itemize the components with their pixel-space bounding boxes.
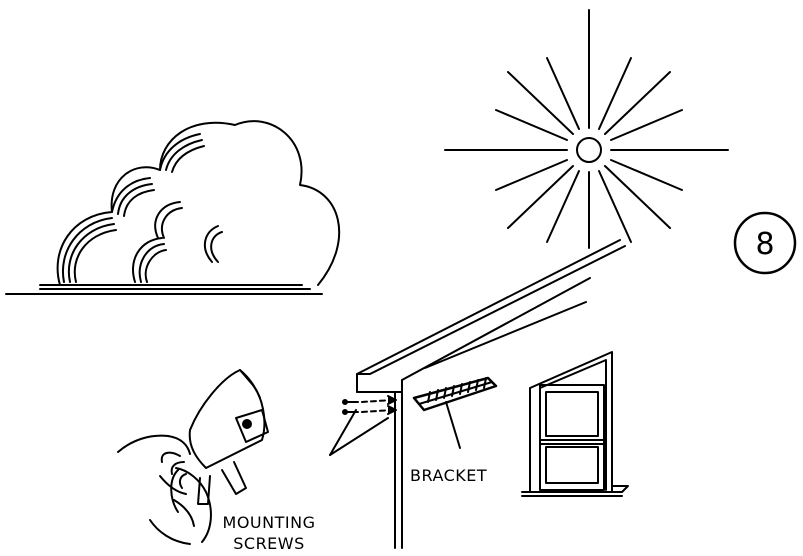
bracket-label: BRACKET	[410, 466, 487, 485]
hand-holding-sensor	[117, 369, 269, 545]
bracket	[412, 376, 498, 449]
window	[521, 351, 629, 497]
step-number: 8	[755, 227, 774, 262]
house	[356, 239, 626, 549]
sun	[444, 9, 729, 249]
mounting-screws-label-line1: MOUNTING	[223, 513, 316, 532]
mounting-screws-label-line2: SCREWS	[233, 534, 305, 553]
mounting-screws	[329, 395, 397, 456]
cloud	[5, 120, 341, 295]
step-number-badge: 8	[733, 211, 797, 275]
